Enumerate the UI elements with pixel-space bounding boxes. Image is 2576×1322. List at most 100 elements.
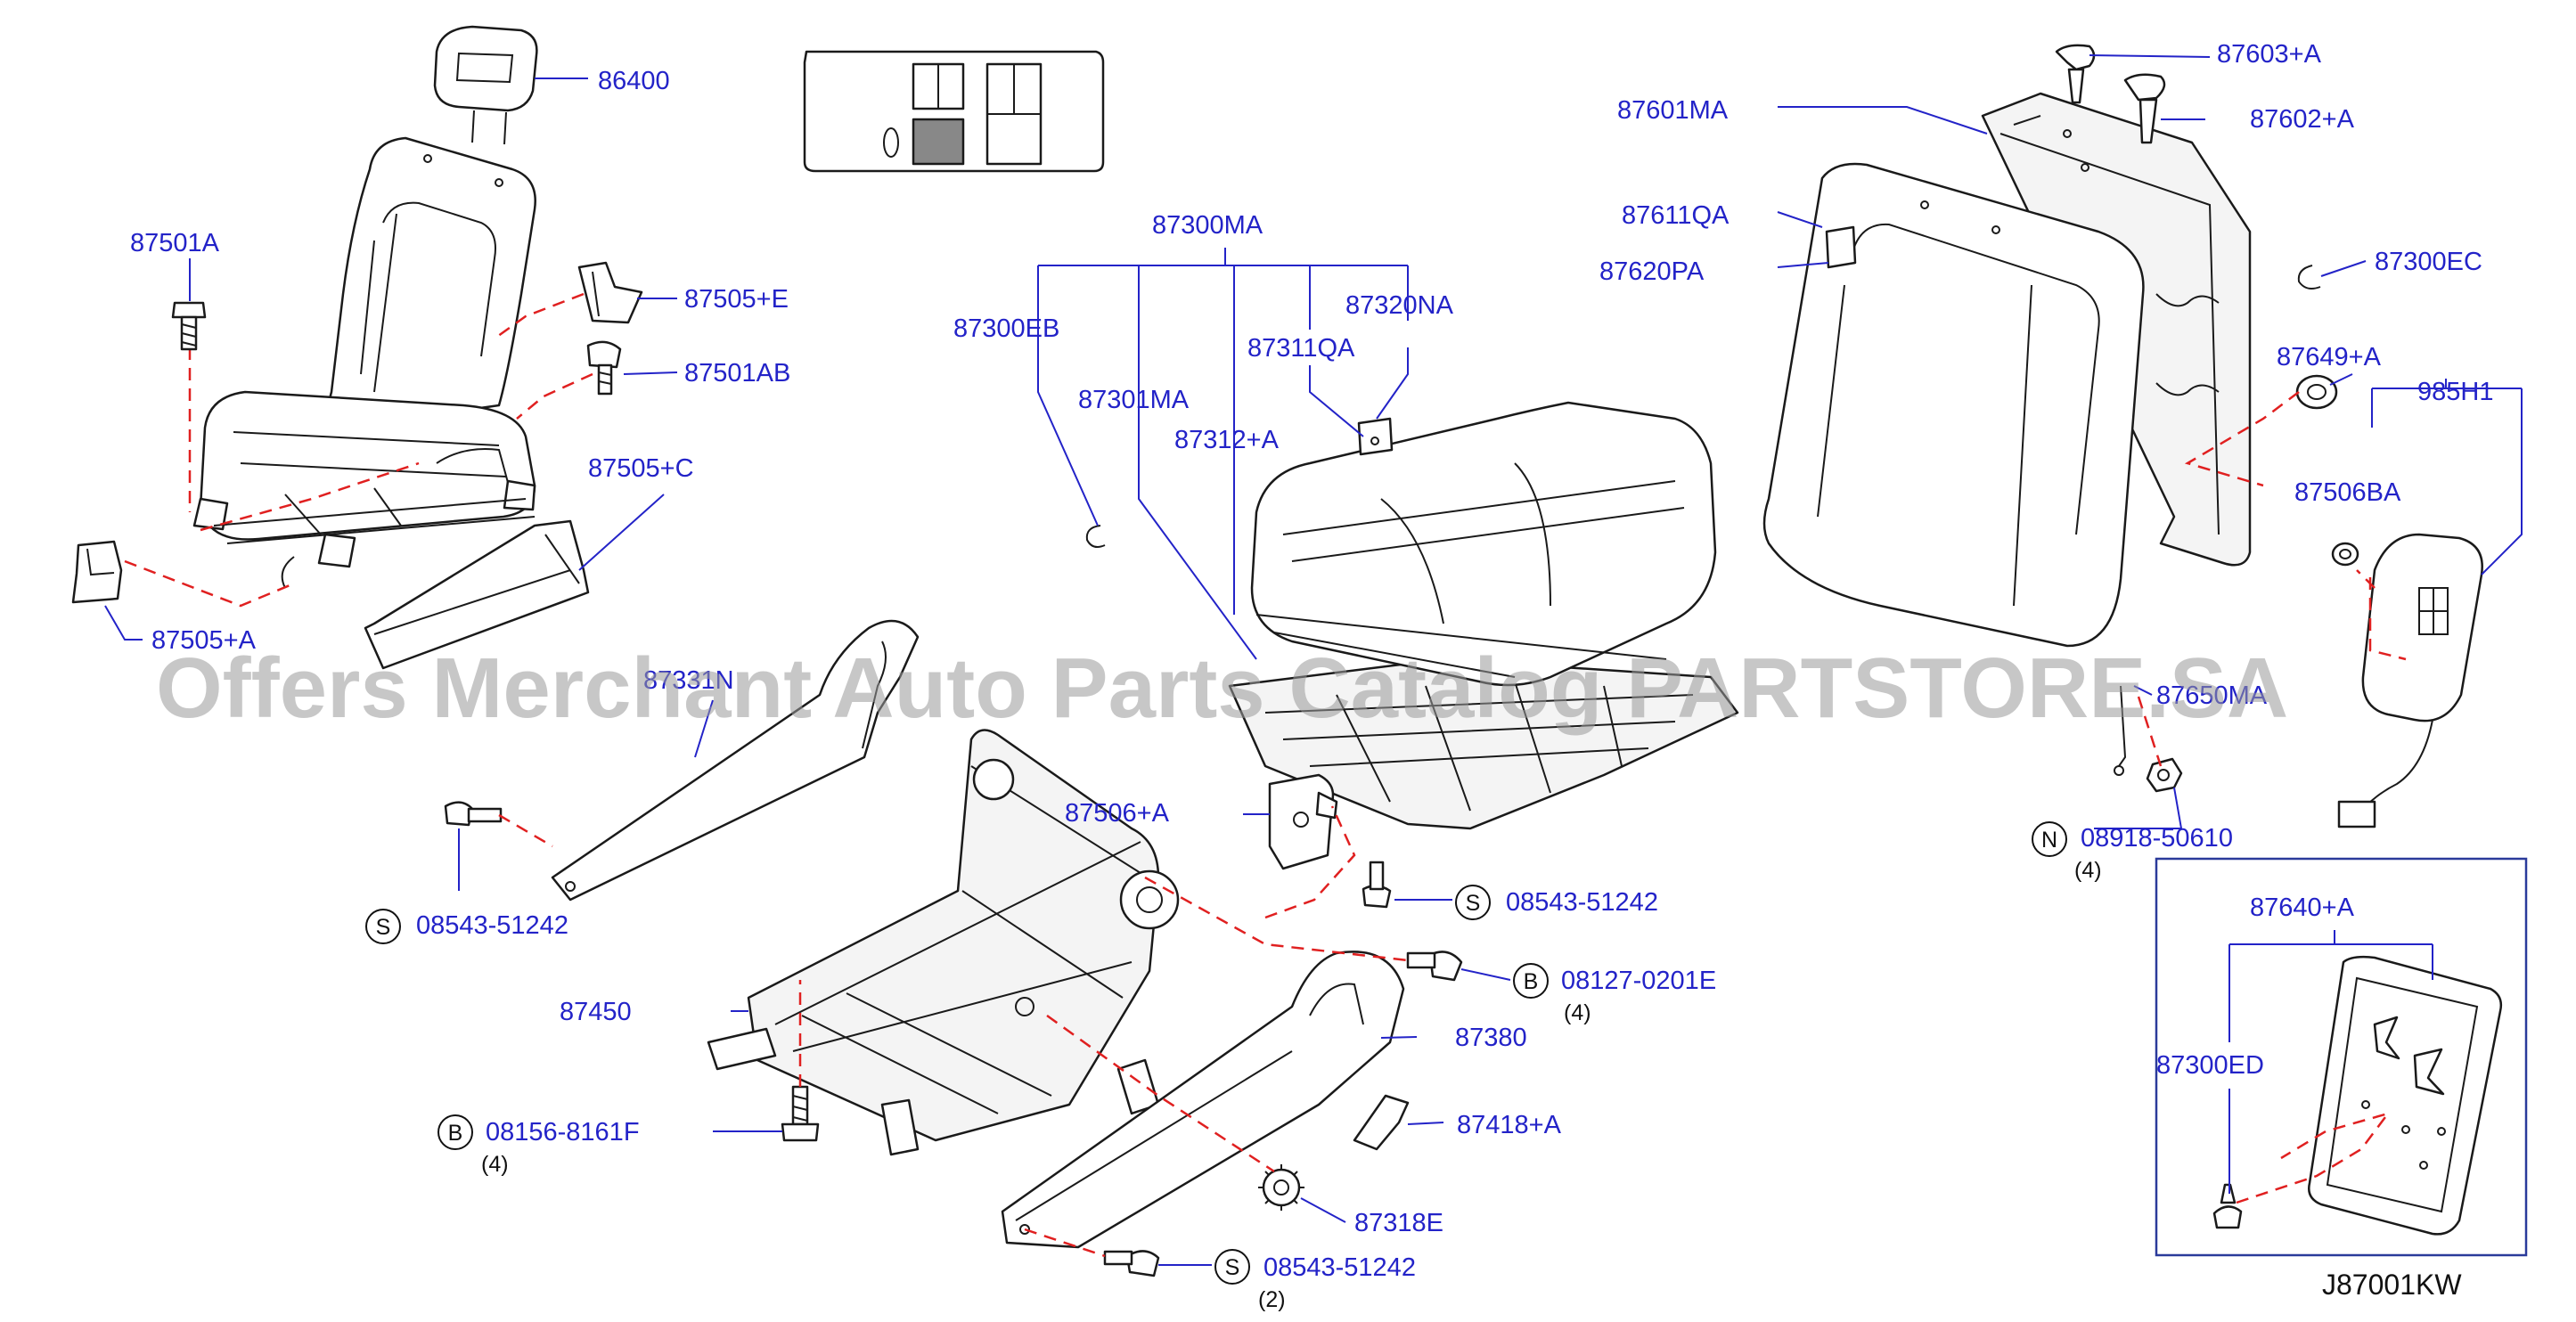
- label-87311qa[interactable]: 87311QA: [1247, 334, 1355, 363]
- label-87602a[interactable]: 87602+A: [2250, 105, 2355, 134]
- symbol-s-left: S: [376, 915, 391, 940]
- mount-line-grommet: [2356, 569, 2376, 589]
- headrest-part: [433, 25, 538, 145]
- mount-line-bolt-ab: [516, 372, 593, 420]
- label-08543-left[interactable]: 08543-51242: [416, 911, 568, 940]
- screw-08543-center-part: [1362, 861, 1392, 909]
- switch-panel-inset: [803, 50, 1105, 173]
- label-87505e[interactable]: 87505+E: [684, 285, 789, 314]
- label-87301ma[interactable]: 87301MA: [1078, 386, 1190, 414]
- qty-08156: (4): [481, 1152, 509, 1177]
- label-87601ma[interactable]: 87601MA: [1617, 96, 1729, 125]
- bolt-87501a-part: [171, 301, 207, 351]
- label-87418a[interactable]: 87418+A: [1457, 1111, 1562, 1139]
- screw-08543-bottom-part: [1103, 1250, 1160, 1277]
- guide-87602a-part: [2123, 73, 2166, 144]
- label-87300ec[interactable]: 87300EC: [2375, 248, 2482, 276]
- label-08543-center[interactable]: 08543-51242: [1506, 888, 1658, 917]
- guide-87603a-part: [2055, 44, 2096, 104]
- gear-87318e-part: [1258, 1164, 1304, 1211]
- label-08156-8161f[interactable]: 08156-8161F: [486, 1118, 640, 1147]
- nut-08918-part: [2146, 757, 2183, 793]
- label-87501ab[interactable]: 87501AB: [684, 359, 790, 388]
- seat-assembly: [124, 25, 593, 608]
- label-87505a[interactable]: 87505+A: [151, 626, 257, 655]
- board-87640a-part: [2308, 955, 2503, 1236]
- circle-symbols: S S B B S N: [365, 821, 2067, 1285]
- screw-08543-left-part: [444, 801, 503, 827]
- mount-line-clip-a: [124, 559, 295, 608]
- label-87603a[interactable]: 87603+A: [2217, 40, 2322, 69]
- symbol-b-right: B: [1524, 969, 1539, 994]
- bolt-08127-part: [1406, 951, 1463, 982]
- label-87611qa[interactable]: 87611QA: [1622, 201, 1730, 230]
- label-87501a[interactable]: 87501A: [130, 229, 220, 257]
- label-08543-bottom[interactable]: 08543-51242: [1263, 1253, 1416, 1282]
- cover-87505c-part: [364, 519, 590, 670]
- qty-08918: (4): [2074, 858, 2102, 883]
- label-87640a[interactable]: 87640+A: [2250, 894, 2355, 922]
- switch-985h1-part: [2337, 533, 2483, 828]
- watermark-text: Offers Merchant Auto Parts Catalog PARTS…: [156, 641, 2288, 736]
- label-87506ba[interactable]: 87506BA: [2294, 478, 2401, 507]
- bracket-87506a-part: [1268, 773, 1338, 870]
- mount-line-switch: [2368, 577, 2407, 661]
- bolt-08156-part: [781, 1085, 820, 1142]
- qty-08543-bottom: (2): [1258, 1287, 1286, 1312]
- label-87505c[interactable]: 87505+C: [588, 454, 694, 483]
- ring-87300ec-part: [2297, 265, 2321, 290]
- seat-back-part: [328, 136, 536, 425]
- mount-line-rails: [200, 461, 420, 532]
- mount-line-knob: [2184, 391, 2300, 487]
- label-08918-50610[interactable]: 08918-50610: [2081, 824, 2233, 853]
- bolt-87501ab-part: [586, 340, 622, 396]
- seat-back-assembly: [1762, 92, 2252, 648]
- knob-87649a-part: [2295, 374, 2338, 410]
- mount-line-screw-left: [498, 813, 553, 848]
- mount-line-screw-bottom: [1024, 1228, 1106, 1258]
- cushion-pad-assembly: [1228, 401, 1739, 830]
- label-87331n[interactable]: 87331N: [643, 666, 734, 695]
- finisher-87380-part: [1001, 951, 1405, 1249]
- mount-line-clip-e: [494, 292, 585, 340]
- label-87506a[interactable]: 87506+A: [1065, 799, 1170, 828]
- label-87312a[interactable]: 87312+A: [1174, 426, 1280, 454]
- label-87300ed[interactable]: 87300ED: [2156, 1051, 2264, 1080]
- ring-87300eb-part: [1085, 525, 1106, 548]
- mount-line-board: [2236, 1111, 2392, 1204]
- part-labels: 86400 87501A 87505+E 87501AB 87505+C 875…: [130, 40, 2493, 1312]
- symbol-s-center: S: [1466, 891, 1481, 916]
- label-87300ma[interactable]: 87300MA: [1152, 211, 1263, 240]
- label-87450[interactable]: 87450: [560, 998, 632, 1026]
- symbol-n: N: [2041, 828, 2057, 853]
- label-985h1[interactable]: 985H1: [2417, 378, 2493, 406]
- seat-rails-part: [192, 479, 536, 589]
- mount-line-nut: [2137, 696, 2163, 767]
- grommet-87506ba-part: [2331, 542, 2359, 567]
- label-87620pa[interactable]: 87620PA: [1599, 257, 1705, 286]
- label-87320na[interactable]: 87320NA: [1345, 291, 1454, 320]
- clip-87505e-part: [577, 261, 643, 324]
- inset-box-87640a: [2155, 857, 2528, 1257]
- seat-cushion-part: [199, 390, 536, 541]
- knob-87418a-part: [1353, 1094, 1410, 1151]
- cover-87331n-part: [551, 619, 920, 902]
- label-87300eb[interactable]: 87300EB: [953, 314, 1059, 343]
- label-08127-0201e[interactable]: 08127-0201E: [1561, 967, 1716, 995]
- label-87650ma[interactable]: 87650MA: [2156, 681, 2268, 710]
- symbol-b-left: B: [448, 1121, 463, 1146]
- mount-line-bolt-08127: [1144, 876, 1409, 962]
- label-87380[interactable]: 87380: [1455, 1024, 1527, 1052]
- label-87649a[interactable]: 87649+A: [2277, 343, 2382, 371]
- label-87318e[interactable]: 87318E: [1354, 1209, 1443, 1237]
- symbol-s-bottom: S: [1225, 1255, 1240, 1280]
- mount-line-gear: [1046, 1014, 1275, 1173]
- diagram-code: J87001KW: [2322, 1269, 2462, 1301]
- seat-adjuster-frame: [707, 729, 1180, 1156]
- leader-lines: [104, 54, 2523, 1266]
- label-86400[interactable]: 86400: [598, 67, 670, 95]
- bracket-87650ma-part: [2114, 685, 2127, 776]
- qty-08127: (4): [1564, 1000, 1591, 1025]
- clip-87300ed-part: [2212, 1183, 2243, 1229]
